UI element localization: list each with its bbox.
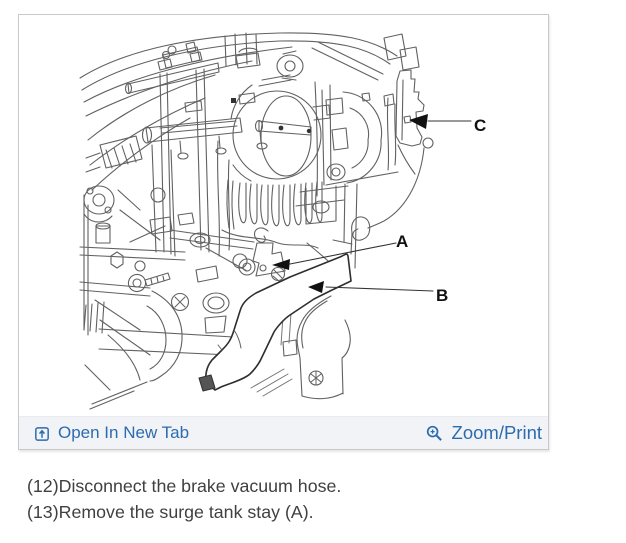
svg-text:B: B — [436, 286, 448, 305]
svg-text:A: A — [396, 232, 408, 251]
svg-text:C: C — [474, 116, 486, 135]
